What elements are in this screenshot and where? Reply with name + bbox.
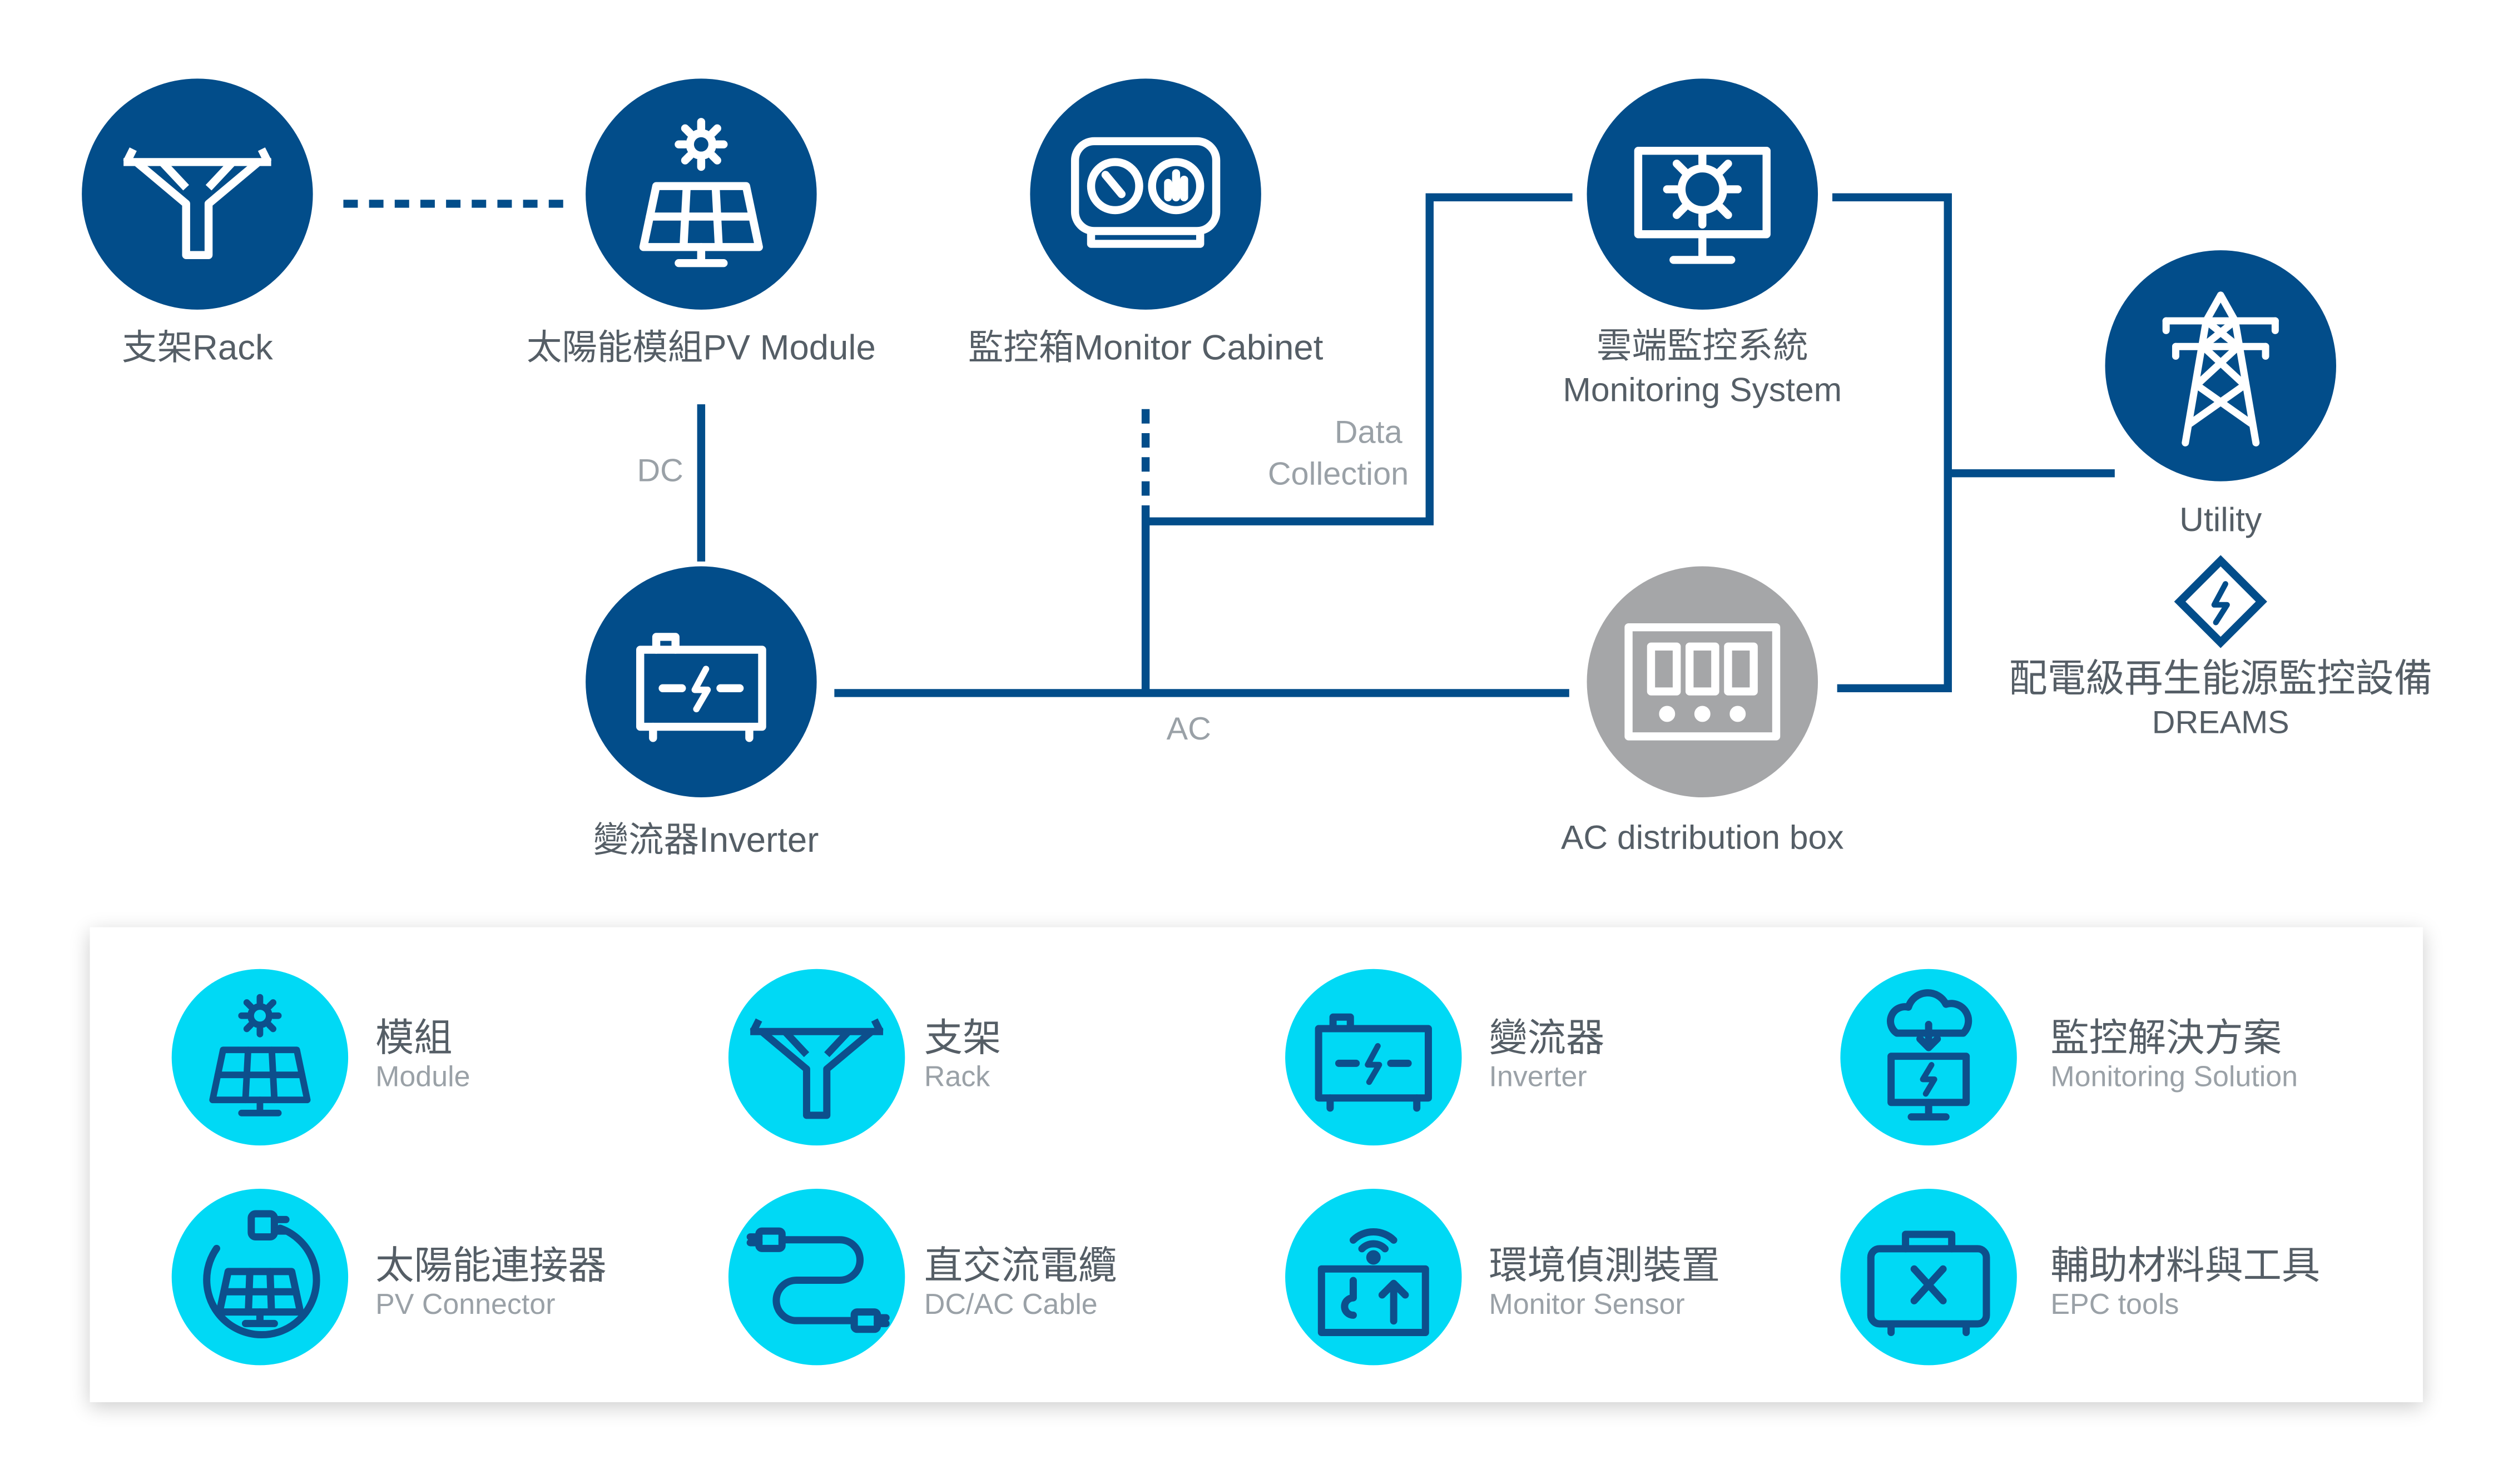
- dreams-label-en: DREAMS: [2152, 706, 2289, 742]
- monitoring-system-label-zh: 雲端監控系統: [1596, 325, 1808, 366]
- legend-connector-en: PV Connector: [375, 1288, 556, 1321]
- legend-tools-zh: 輔助材料與工具: [2050, 1244, 2321, 1288]
- pv-module-node: [586, 78, 817, 310]
- pv-module-label: 太陽能模組PV Module: [526, 327, 876, 368]
- data-collection-line: [1141, 193, 1573, 693]
- legend-cable-circle: [728, 1189, 905, 1366]
- legend-monitoring-en: Monitoring Solution: [2050, 1060, 2298, 1093]
- rack-node: [82, 78, 313, 310]
- grid-bus-line: [1832, 193, 2115, 693]
- legend-connector-zh: 太陽能連接器: [375, 1244, 607, 1288]
- utility-label: Utility: [2179, 502, 2262, 539]
- ac-label: AC: [1166, 712, 1211, 748]
- legend-sensor-en: Monitor Sensor: [1489, 1288, 1685, 1321]
- legend-connector-circle: [171, 1189, 349, 1366]
- inverter-label: 變流器Inverter: [593, 820, 819, 860]
- legend-panel-bg: [90, 927, 2423, 1402]
- legend-rack-circle: [728, 969, 905, 1146]
- monitoring-system-label-en: Monitoring System: [1563, 372, 1842, 409]
- legend-monitoring-zh: 監控解決方案: [2050, 1017, 2282, 1061]
- monitoring-system-node: [1587, 78, 1818, 310]
- diamond-bolt-icon: [2211, 581, 2230, 626]
- legend-module-en: Module: [375, 1060, 470, 1093]
- monitor-cabinet-node: [1030, 78, 1261, 310]
- inverter-node: [586, 566, 817, 797]
- legend-module-zh: 模組: [375, 1017, 453, 1061]
- legend-rack-en: Rack: [924, 1060, 990, 1093]
- legend-monitoring-circle: [1840, 969, 2017, 1146]
- legend-sensor-zh: 環境偵測裝置: [1489, 1244, 1721, 1288]
- legend-rack-zh: 支架: [924, 1017, 1002, 1061]
- legend-inverter-zh: 變流器: [1489, 1017, 1605, 1061]
- legend-icons: [171, 969, 2017, 1366]
- legend-inverter-circle: [1285, 969, 1462, 1146]
- legend-sensor-circle: [1285, 1189, 1462, 1366]
- connection-lines: [343, 193, 2115, 697]
- dreams-diamond: [2174, 555, 2267, 648]
- legend-cable-zh: 直交流電纜: [924, 1244, 1117, 1288]
- ac-box-label: AC distribution box: [1560, 820, 1844, 857]
- data-collection-label-2: Collection: [1267, 457, 1409, 493]
- utility-node: [2105, 250, 2336, 482]
- legend-tools-circle: [1840, 1189, 2017, 1366]
- dc-label: DC: [637, 454, 683, 490]
- monitor-cabinet-label: 監控箱Monitor Cabinet: [968, 327, 1324, 368]
- ac-box-node: [1587, 566, 1818, 797]
- legend-inverter-en: Inverter: [1489, 1060, 1587, 1093]
- data-collection-label-1: Data: [1334, 415, 1402, 451]
- legend-cable-en: DC/AC Cable: [924, 1288, 1098, 1321]
- legend-module-circle: [171, 969, 349, 1146]
- rack-label: 支架Rack: [122, 327, 273, 368]
- legend-tools-en: EPC tools: [2050, 1288, 2179, 1321]
- dreams-label-zh: 配電級再生能源監控設備: [2009, 657, 2433, 701]
